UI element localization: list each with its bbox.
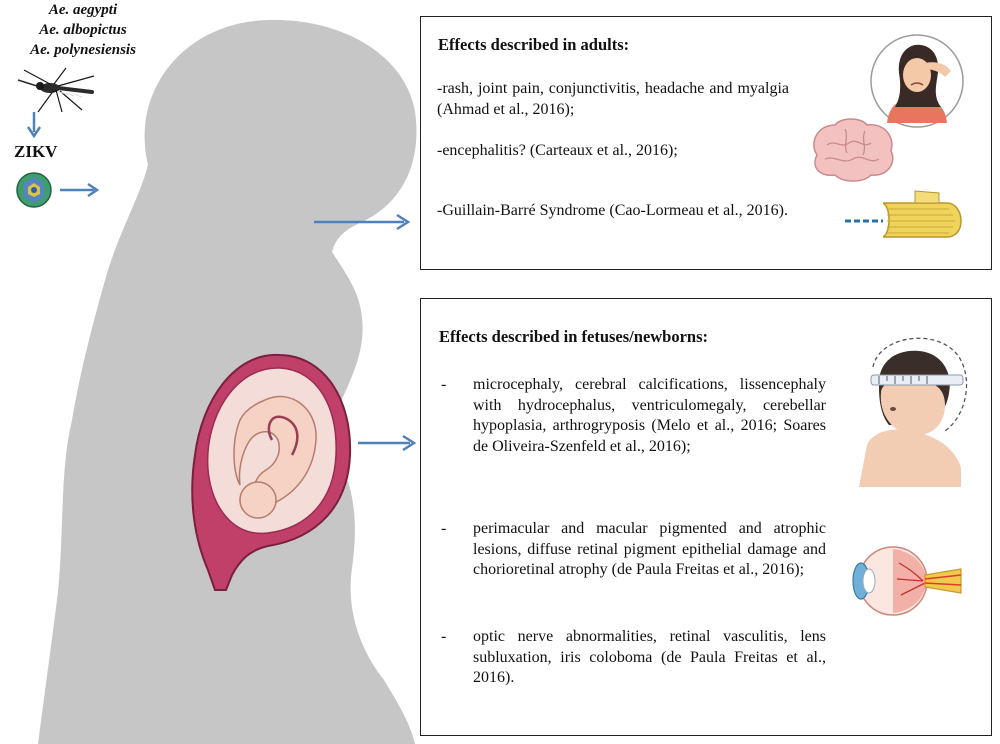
zika-virus-particle-icon bbox=[16, 172, 52, 208]
fetus-panel-title: Effects described in fetuses/newborns: bbox=[439, 327, 709, 346]
umbilical-cord-icon bbox=[267, 415, 299, 456]
fetus-head-icon bbox=[239, 481, 277, 519]
fetus-icon bbox=[233, 395, 317, 506]
species-label: Ae. aegypti bbox=[48, 2, 118, 18]
species-label: Ae. albopictus bbox=[39, 22, 127, 38]
vector-species-list: Ae. aegypti Ae. albopictus Ae. polynesie… bbox=[8, 0, 158, 60]
bullet-dash: - bbox=[441, 376, 447, 393]
fetus-effect-text: perimacular and macular pigmented and at… bbox=[473, 520, 826, 578]
fetus-effect-text: microcephaly, cerebral calcifications, l… bbox=[473, 376, 826, 455]
fetus-effect-item: - optic nerve abnormalities, retinal vas… bbox=[441, 627, 826, 689]
adults-panel-title: Effects described in adults: bbox=[438, 35, 630, 54]
arrow-down-icon bbox=[26, 112, 42, 139]
arrow-to-adults-icon bbox=[314, 213, 411, 231]
arrow-to-fetus-icon bbox=[358, 434, 417, 452]
adult-effect-item: -rash, joint pain, conjunctivitis, heada… bbox=[437, 80, 789, 118]
bullet-dash: - bbox=[441, 520, 447, 537]
brain-icon bbox=[813, 118, 894, 182]
microcephaly-infant-icon bbox=[859, 337, 968, 487]
mosquito-icon bbox=[17, 67, 95, 113]
adult-effect-item: -encephalitis? (Carteaux et al., 2016); bbox=[437, 142, 678, 159]
bullet-dash: - bbox=[441, 628, 447, 645]
nerve-fiber-icon bbox=[845, 190, 962, 238]
species-label: Ae. polynesiensis bbox=[30, 42, 136, 58]
arrow-right-icon bbox=[60, 182, 100, 198]
adult-effect-item: -Guillain-Barré Syndrome (Cao-Lormeau et… bbox=[437, 202, 788, 219]
fetus-effects-panel: Effects described in fetuses/newborns: -… bbox=[420, 298, 992, 736]
fetus-effect-text: optic nerve abnormalities, retinal vascu… bbox=[473, 628, 826, 686]
adults-effects-panel: Effects described in adults: -rash, join… bbox=[420, 16, 992, 270]
headache-woman-icon bbox=[870, 34, 964, 128]
fetus-effect-item: - microcephaly, cerebral calcifications,… bbox=[441, 375, 826, 457]
fetus-effect-item: - perimacular and macular pigmented and … bbox=[441, 519, 826, 581]
eye-anatomy-icon bbox=[852, 546, 962, 616]
virus-label: ZIKV bbox=[14, 142, 58, 161]
